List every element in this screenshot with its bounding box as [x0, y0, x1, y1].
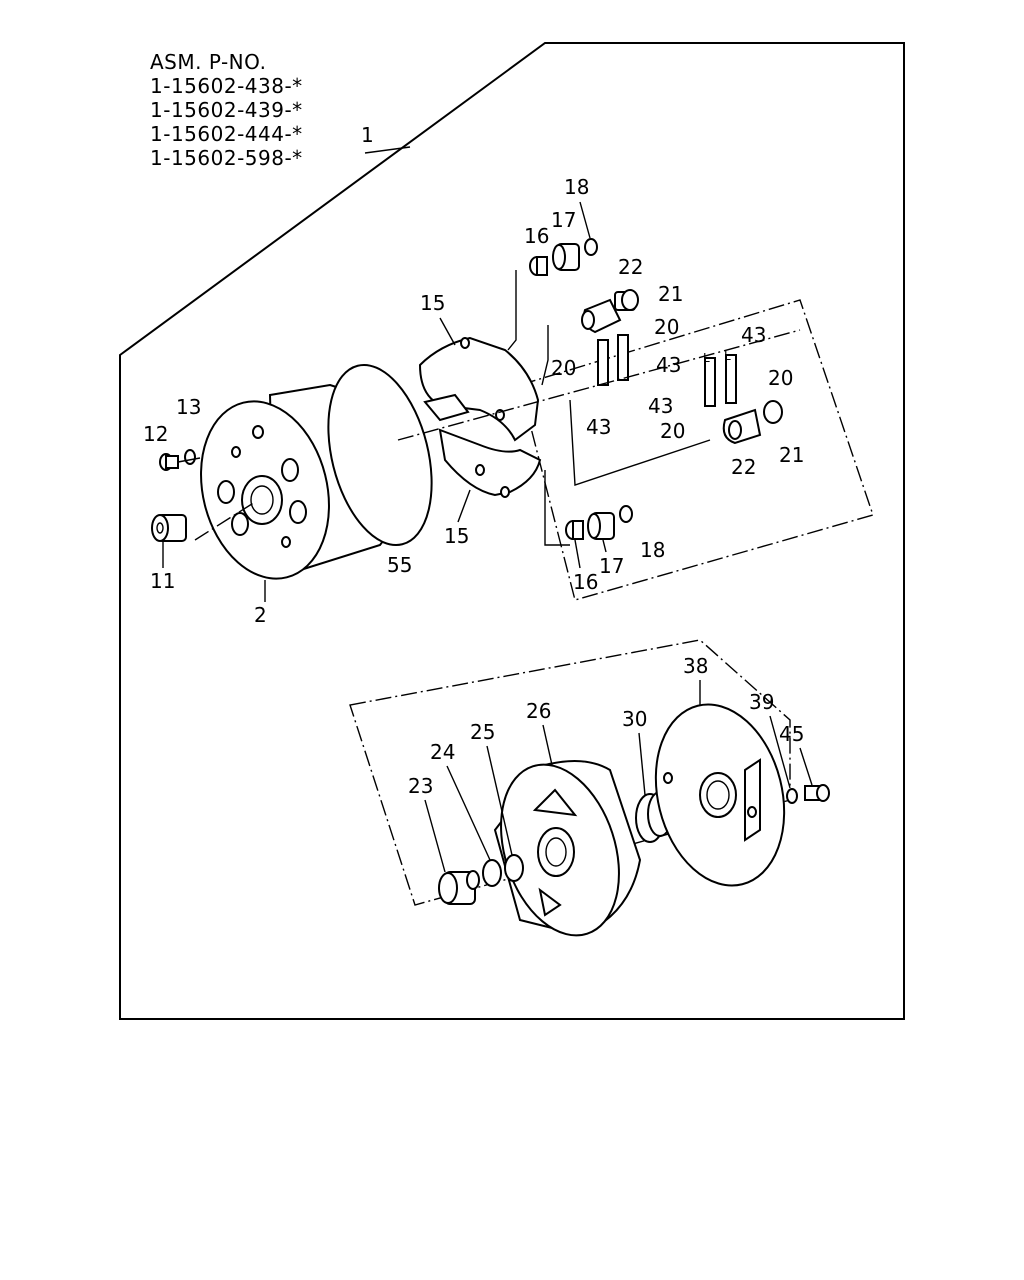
callout-label: 17 — [599, 554, 624, 578]
callout-label: 16 — [524, 224, 549, 248]
callout-label: 43 — [586, 415, 611, 439]
washer — [786, 788, 798, 804]
callout-label: 20 — [551, 356, 576, 380]
callout-label: 15 — [444, 524, 469, 548]
valve-parts-lower — [544, 470, 633, 546]
spring-mark: L — [724, 349, 731, 363]
plug-lower — [438, 870, 480, 905]
callout-label: 2 — [254, 603, 267, 627]
leader-line — [446, 765, 491, 861]
callout-label: 12 — [143, 422, 168, 446]
leader-line — [769, 715, 791, 789]
callout-label: 1 — [361, 123, 374, 147]
end-cover — [654, 703, 786, 887]
assembly-part-number: 1-15602-598-* — [150, 146, 303, 170]
bolt — [804, 784, 830, 802]
assembly-part-number-block: ASM. P-NO. 1-15602-438-* 1-15602-439-* 1… — [150, 50, 303, 170]
cam-ring — [418, 336, 542, 498]
leader-line — [424, 799, 446, 873]
spool-assembly-upper — [541, 289, 639, 386]
bolt — [159, 453, 179, 471]
leader-line — [177, 457, 201, 463]
leader-line — [486, 745, 513, 856]
callout-label: 30 — [622, 707, 647, 731]
callout-label: 18 — [640, 538, 665, 562]
callout-label: 16 — [573, 570, 598, 594]
callout-label: 55 — [387, 553, 412, 577]
callout-label: 13 — [176, 395, 201, 419]
callout-label: 23 — [408, 774, 433, 798]
assembly-part-number: 1-15602-444-* — [150, 122, 303, 146]
callout-label: 45 — [779, 722, 804, 746]
callout-label: 43 — [648, 394, 673, 418]
valve-parts-upper — [507, 238, 598, 351]
callout-label: 26 — [526, 699, 551, 723]
centre-axis — [194, 501, 256, 541]
callout-label: 25 — [470, 720, 495, 744]
pressure-plate — [493, 760, 642, 937]
centre-axis — [397, 329, 801, 441]
callout-label: 20 — [768, 366, 793, 390]
subassembly-outline — [519, 299, 874, 601]
gasket-ring — [327, 363, 433, 547]
spring-mark: L — [703, 351, 710, 365]
subassembly-outline — [349, 639, 791, 906]
callout-label: 39 — [749, 690, 774, 714]
plug — [151, 514, 187, 542]
o-ring — [482, 859, 502, 887]
callout-label: 43 — [656, 353, 681, 377]
callout-label: 21 — [658, 282, 683, 306]
assembly-frame — [119, 42, 905, 1020]
leader-line — [542, 724, 553, 766]
callout-label: 11 — [150, 569, 175, 593]
callout-label: 43 — [741, 323, 766, 347]
o-ring — [504, 854, 524, 882]
callout-label: 24 — [430, 740, 455, 764]
washer — [184, 449, 196, 465]
leader-line — [638, 732, 646, 796]
callout-label: 20 — [660, 419, 685, 443]
callout-label: 22 — [618, 255, 643, 279]
callout-label: 38 — [683, 654, 708, 678]
callout-labels: 1 2 11 12 13 15 15 16 17 18 16 17 18 20 … — [143, 123, 813, 873]
assembly-part-number: 1-15602-439-* — [150, 98, 303, 122]
callout-label: 20 — [654, 315, 679, 339]
callout-label: 21 — [779, 443, 804, 467]
callout-label: 15 — [420, 291, 445, 315]
leader-line — [364, 146, 411, 154]
callout-label: 22 — [731, 455, 756, 479]
leader-line — [439, 317, 456, 346]
leader-line — [579, 201, 591, 239]
leader-line — [457, 489, 471, 523]
leader-line — [602, 539, 607, 553]
assembly-part-number: 1-15602-438-* — [150, 74, 303, 98]
spool-assembly-lower — [569, 354, 783, 486]
leader-line — [799, 747, 813, 786]
callout-label: 17 — [551, 208, 576, 232]
callout-label: 18 — [564, 175, 589, 199]
assembly-heading: ASM. P-NO. — [150, 50, 267, 74]
leader-line — [574, 539, 581, 569]
